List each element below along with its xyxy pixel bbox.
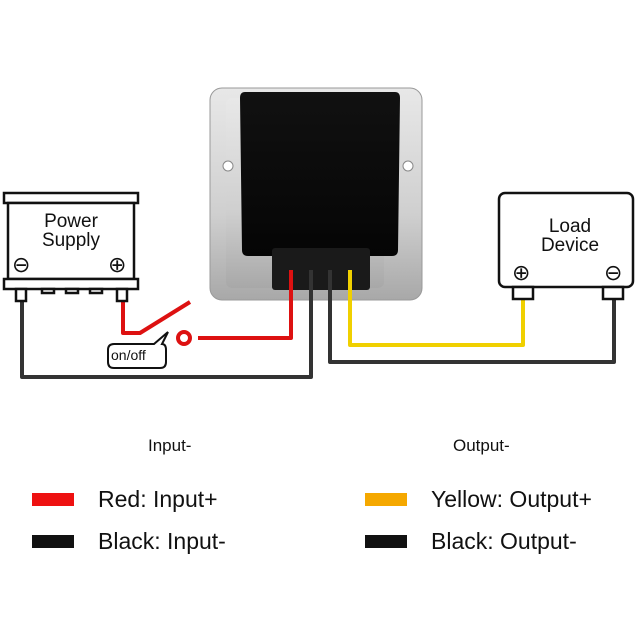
wire-black-output-negative: [328, 270, 616, 364]
legend-label: Black: Output-: [431, 528, 577, 554]
legend-item-black-input: Black: Input-: [32, 528, 226, 555]
wires: [20, 270, 616, 379]
plus-icon: ⊕: [108, 252, 127, 277]
legend-swatch-red: [32, 493, 74, 506]
load-device-label-line1: Load: [548, 216, 592, 237]
wire-black-input-negative: [20, 270, 313, 379]
power-supply-foot: [40, 287, 56, 295]
wire-red-switch-lead: [121, 295, 192, 335]
legend-swatch-black: [365, 535, 407, 548]
legend-label: Yellow: Output+: [431, 486, 592, 512]
power-supply-bottom-rail: [2, 277, 140, 291]
legend-item-red: Red: Input+: [32, 486, 218, 513]
power-supply-top-rail: [2, 191, 140, 205]
power-supply-foot: [88, 287, 104, 295]
legend-label: Black: Input-: [98, 528, 226, 554]
load-device-body: [497, 191, 635, 289]
minus-icon: ⊖: [604, 260, 623, 285]
section-label-output: Output-: [453, 436, 510, 455]
load-device: [497, 191, 635, 301]
power-supply-foot: [64, 287, 80, 295]
load-device-neg-terminal: [601, 285, 625, 301]
converter-module: [209, 87, 423, 301]
switch-contact: [176, 330, 192, 346]
minus-icon: ⊖: [12, 252, 31, 277]
legend-label: Red: Input+: [98, 486, 218, 512]
mounting-hole-left: [222, 160, 234, 172]
wire-red-input-positive: [198, 270, 293, 340]
section-label-input: Input-: [148, 436, 192, 455]
wire-grommet: [272, 248, 370, 290]
converter-black-cover: [240, 92, 400, 256]
legend-item-yellow: Yellow: Output+: [365, 486, 592, 513]
load-device-label: Load Device: [520, 217, 620, 255]
wire-yellow-output-positive: [348, 270, 525, 347]
plus-icon: ⊕: [512, 260, 531, 285]
power-supply-label-line2: Supply: [41, 230, 101, 251]
load-device-pos-terminal: [511, 285, 535, 301]
legend-item-black-output: Black: Output-: [365, 528, 577, 555]
mounting-hole-right: [402, 160, 414, 172]
switch-label: on/off: [111, 347, 146, 363]
load-device-label-line2: Device: [540, 235, 600, 256]
power-supply-pos-terminal: [115, 287, 129, 303]
power-supply-label-line1: Power: [44, 211, 98, 232]
legend-swatch-yellow: [365, 493, 407, 506]
power-supply-neg-terminal: [14, 287, 28, 303]
power-supply-body: [6, 201, 136, 281]
power-supply: [2, 191, 140, 303]
power-supply-label: Power Supply: [18, 212, 124, 250]
switch-callout-bubble: [107, 331, 169, 369]
legend-swatch-black: [32, 535, 74, 548]
